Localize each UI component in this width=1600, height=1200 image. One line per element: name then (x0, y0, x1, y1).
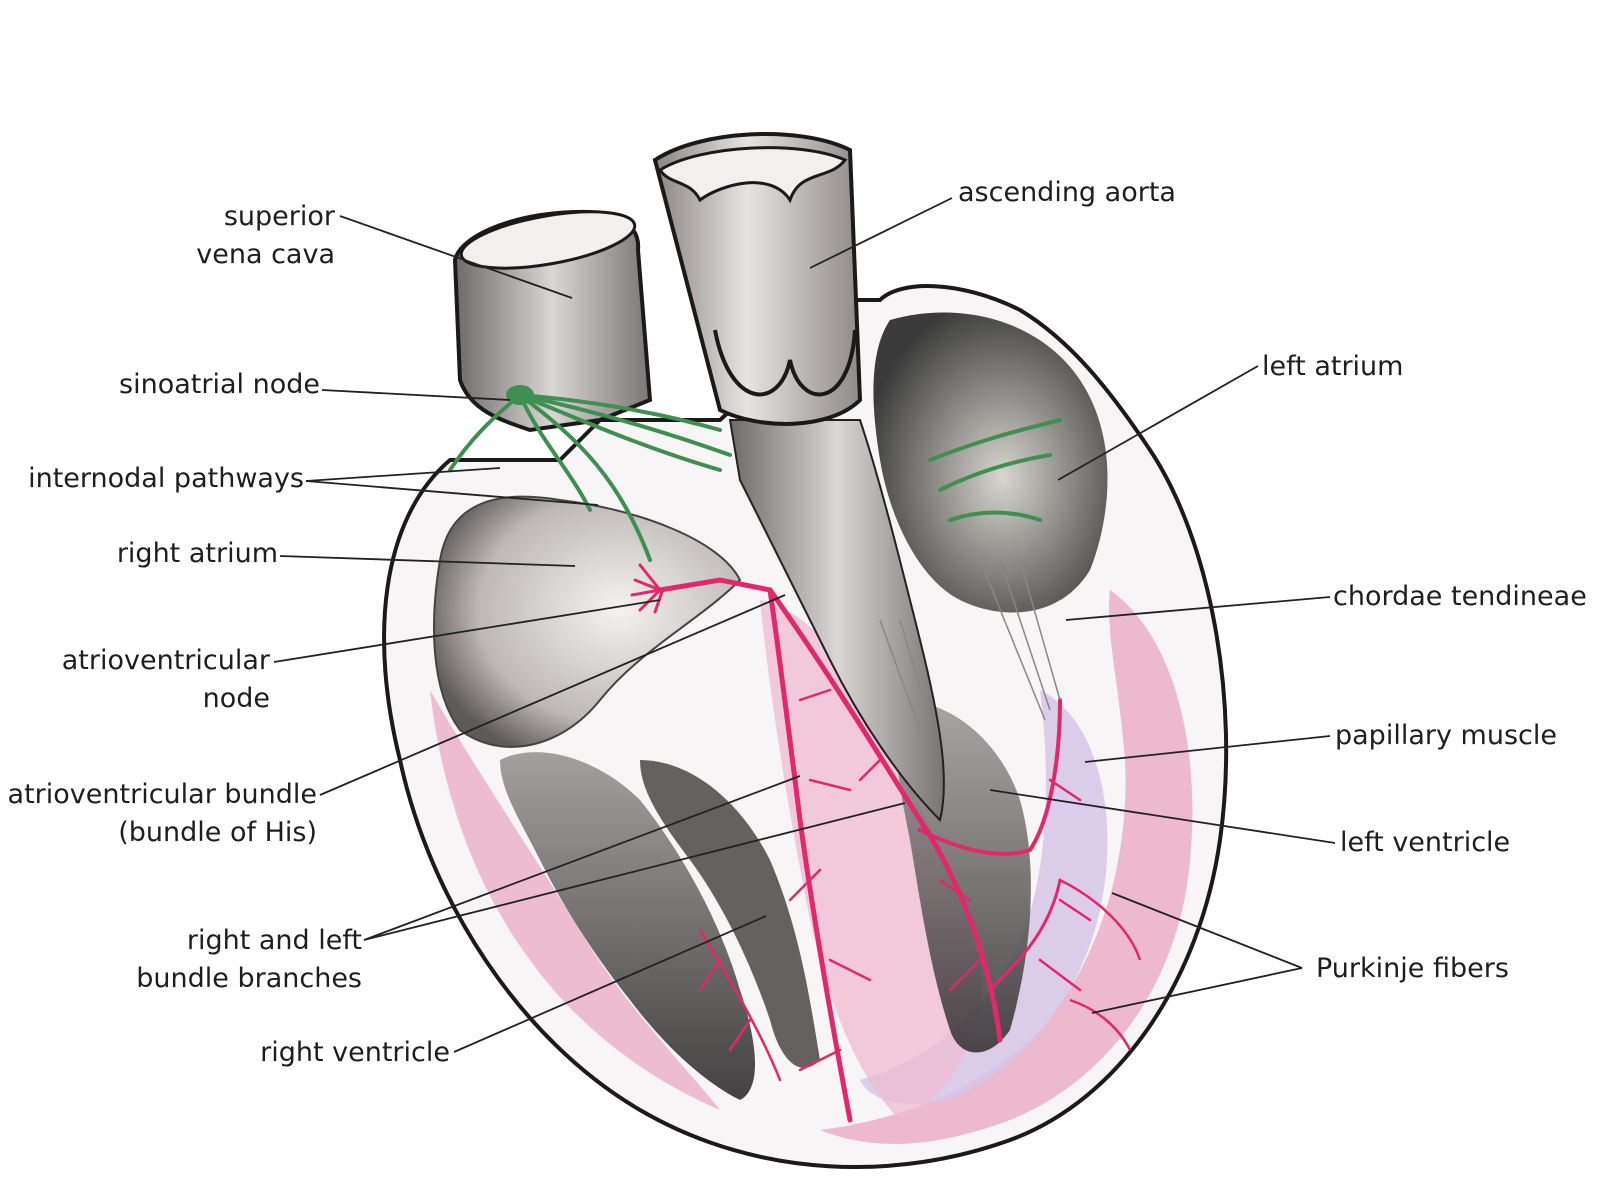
label-line: (bundle of His) (118, 817, 317, 848)
label-chordae-tendineae: chordae tendineae (1333, 578, 1587, 616)
label-right-ventricle: right ventricle (260, 1034, 450, 1072)
label-line: node (202, 683, 270, 714)
label-right-atrium: right atrium (117, 535, 278, 573)
svc-opening (459, 210, 637, 270)
label-av-bundle: atrioventricular bundle (bundle of His) (8, 776, 317, 852)
label-line: right atrium (116, 538, 278, 569)
label-line: internodal pathways (28, 463, 304, 494)
left-ventricle-lavender (860, 690, 1108, 1104)
sinoatrial-node-shape (506, 385, 534, 405)
label-ascending-aorta: ascending aorta (958, 174, 1176, 212)
label-line: left ventricle (1340, 827, 1511, 858)
conduction-system (630, 563, 1092, 1123)
label-line: ascending aorta (958, 177, 1176, 208)
label-line: right and left (186, 925, 362, 956)
right-atrium-chamber (433, 495, 742, 748)
right-ventricle-chamber (500, 752, 755, 1100)
label-superior-vena-cava: superior vena cava (196, 198, 335, 274)
right-ventricle-trabeculae (640, 760, 820, 1068)
left-atrium-chamber (873, 312, 1108, 613)
label-line: atrioventricular (61, 645, 270, 676)
label-left-atrium: left atrium (1262, 348, 1403, 386)
label-line: chordae tendineae (1333, 581, 1587, 612)
label-line: bundle branches (136, 963, 362, 994)
aortic-valve (713, 329, 857, 397)
label-bundle-branches: right and left bundle branches (136, 922, 362, 998)
purkinje-fibers-shape (1059, 878, 1142, 1051)
label-line: vena cava (196, 239, 335, 270)
label-internodal-pathways: internodal pathways (28, 460, 304, 498)
aorta-opening (657, 146, 848, 204)
leader-lines (273, 197, 1336, 1053)
left-ventricle-wall (820, 590, 1193, 1144)
label-sinoatrial-node: sinoatrial node (119, 366, 320, 404)
label-line: atrioventricular bundle (7, 779, 317, 810)
label-left-ventricle: left ventricle (1340, 824, 1510, 862)
ascending-aorta (652, 132, 863, 426)
label-atrioventricular-node: atrioventricular node (62, 642, 270, 718)
label-line: Purkinje fibers (1316, 953, 1509, 984)
label-purkinje-fibers: Purkinje fibers (1316, 950, 1509, 988)
chordae-tendineae-shape (879, 559, 1061, 731)
label-line: sinoatrial node (119, 369, 320, 400)
label-line: right ventricle (260, 1037, 450, 1068)
outflow-tract (728, 419, 945, 822)
label-papillary-muscle: papillary muscle (1335, 717, 1557, 755)
label-line: superior (223, 201, 335, 232)
septum-pink (760, 600, 982, 1120)
label-line: left atrium (1262, 351, 1404, 382)
label-line: papillary muscle (1335, 720, 1557, 751)
internodal-pathways (448, 393, 1062, 562)
